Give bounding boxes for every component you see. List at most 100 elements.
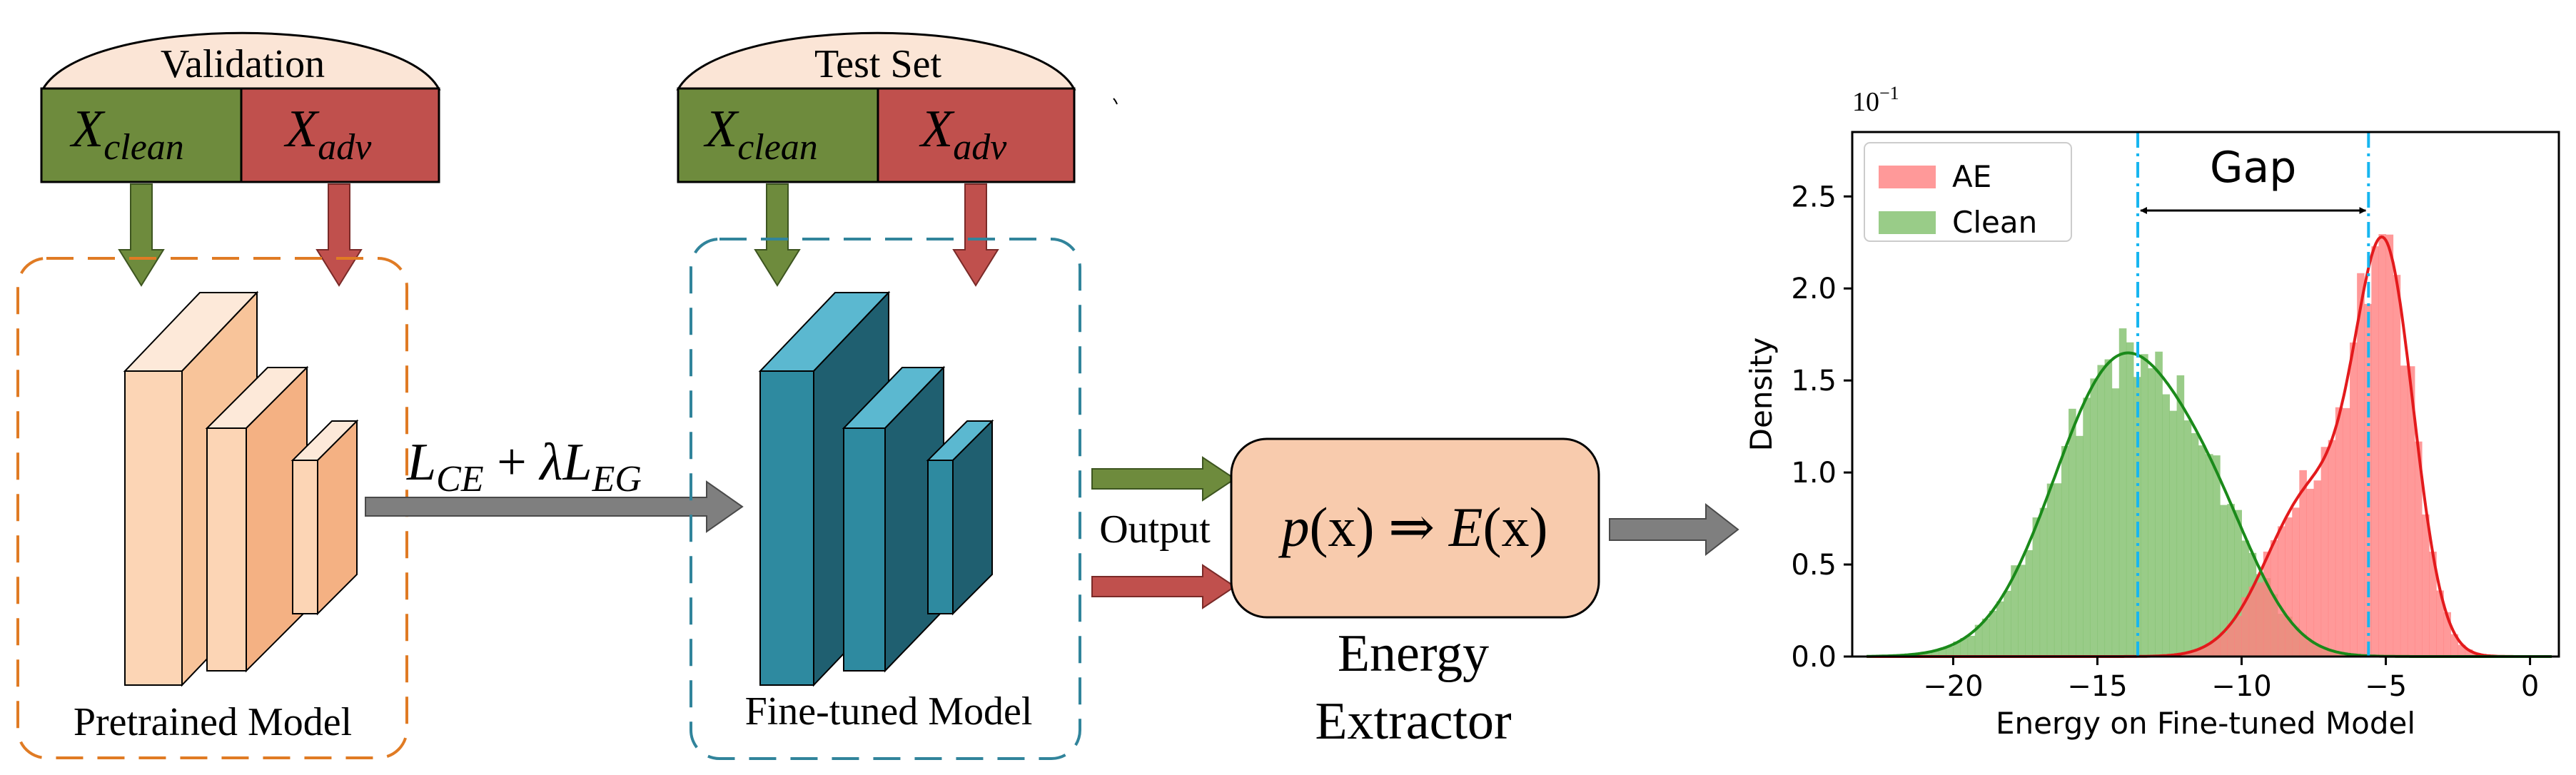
histogram-bar-ae (2299, 470, 2307, 657)
testset-clean-box (677, 87, 879, 183)
histogram-bar-clean (2206, 454, 2213, 657)
histogram-bar-clean (2011, 565, 2019, 657)
output-adv-arrow (1091, 564, 1236, 609)
histogram-bar-clean (2213, 455, 2221, 657)
histogram-bar-clean (2032, 517, 2041, 657)
validation-block: Validation Xclean Xadv (40, 31, 441, 287)
histogram-bar-clean (2126, 342, 2134, 657)
histogram-bar-clean (2090, 378, 2098, 657)
histogram-bar-ae (2292, 507, 2300, 657)
testset-block: Test Set Xclean Xadv (676, 31, 1118, 287)
histogram-bar-clean (2162, 394, 2170, 657)
validation-adv-box (240, 87, 440, 183)
histogram-bar-ae (2263, 551, 2271, 657)
histogram-bar-ae (2306, 488, 2315, 657)
validation-title: Validation (161, 42, 325, 86)
histogram-bar-ae (2335, 407, 2343, 657)
y-tick-label: 2.5 (1791, 181, 1837, 213)
histogram-bar-clean (1924, 652, 1932, 657)
histogram-bar-clean (2141, 354, 2148, 657)
histogram-bar-clean (1989, 610, 1997, 657)
histogram-bar-ae (2198, 649, 2206, 657)
histogram-bar-ae (2206, 643, 2213, 657)
histogram-bar-ae (2241, 597, 2250, 657)
validation-clean-box (40, 87, 243, 183)
histogram-bar-clean (1960, 638, 1969, 657)
legend-swatch-clean (1879, 211, 1936, 234)
histogram-bar-ae (2278, 526, 2285, 657)
y-tick-label: 0.0 (1791, 641, 1837, 674)
histogram-bar-ae (2227, 623, 2235, 657)
histogram-bar-ae (2422, 514, 2430, 657)
validation-clean-arrow (118, 183, 165, 287)
loss-formula: LCE + λLEG (406, 433, 642, 500)
histogram-bar-clean (2169, 410, 2178, 657)
energy-extractor-label-2: Extractor (1315, 692, 1511, 751)
output-arrows: Output (1091, 456, 1236, 609)
histogram-bar-clean (2076, 435, 2083, 657)
x-tick-label: 0 (2521, 670, 2539, 703)
x-tick-label: −15 (2067, 670, 2127, 703)
histogram-bar-clean (2111, 388, 2120, 657)
histogram-bar-ae (2414, 441, 2423, 657)
output-label: Output (1099, 507, 1211, 552)
histogram-bar-ae (2256, 582, 2264, 657)
energy-extractor-label-1: Energy (1338, 624, 1489, 683)
histogram-bar-ae (2320, 447, 2329, 657)
x-tick-label: −10 (2211, 670, 2271, 703)
gap-label: Gap (2210, 143, 2296, 193)
histogram-bar-ae (2213, 637, 2221, 657)
legend-label-ae: AE (1952, 159, 1991, 194)
histogram-bar-ae (2342, 407, 2350, 657)
histogram-bar-clean (2083, 397, 2091, 657)
histogram-bar-ae (2436, 590, 2444, 657)
histogram-bar-ae (2378, 234, 2387, 657)
histogram-bar-clean (2039, 507, 2048, 657)
testset-clean-label: Xclean (703, 100, 818, 168)
histogram-bar-ae (2443, 612, 2451, 657)
histogram-bar-clean (2234, 510, 2243, 657)
histogram-bar-ae (2248, 587, 2257, 657)
testset-title: Test Set (814, 42, 942, 86)
histogram-bar-clean (1931, 651, 1939, 657)
histogram-bar-ae (2357, 273, 2365, 657)
histogram-bar-clean (1967, 635, 1976, 657)
y-tick-label: 1.0 (1791, 457, 1837, 490)
legend-label-clean: Clean (1952, 205, 2037, 240)
histogram-bar-clean (2018, 564, 2026, 657)
histogram-bar-clean (2061, 446, 2069, 657)
testset-adv-arrow (952, 183, 999, 287)
finetuned-model: Fine-tuned Model (690, 238, 1081, 760)
finetuned-dashed-border (690, 238, 1081, 760)
histogram-bar-ae (2393, 275, 2401, 657)
histogram-bar-ae (2220, 632, 2228, 657)
histogram-bar-ae (2183, 652, 2192, 657)
pretrained-model: Pretrained Model (16, 257, 408, 759)
histogram-bar-ae (2407, 366, 2415, 657)
histogram-bar-clean (2069, 408, 2076, 657)
testset-header (676, 31, 1076, 91)
validation-adv-arrow (315, 183, 363, 287)
histogram-bar-ae (2400, 365, 2408, 657)
legend-swatch-ae (1879, 166, 1936, 188)
histogram-bar-clean (2176, 375, 2185, 657)
histogram-bar-clean (2054, 483, 2062, 657)
y-tick-label: 0.5 (1791, 549, 1837, 582)
histogram-bar-clean (2097, 365, 2106, 657)
histogram-bar-ae (2472, 653, 2480, 657)
histogram-bar-clean (1953, 641, 1961, 657)
energy-extractor-box (1230, 437, 1600, 619)
histogram-bar-clean (2118, 328, 2127, 657)
validation-adv-label: Xadv (283, 100, 372, 168)
histogram-bar-clean (2191, 432, 2199, 657)
histogram-bar-clean (1939, 648, 1946, 657)
testset-adv-box (877, 87, 1076, 183)
validation-header (41, 31, 441, 91)
histogram-bar-ae (2350, 342, 2358, 657)
testset-clean-arrow (754, 183, 801, 287)
energy-formula: p(x) ⇒ E(x) (1278, 496, 1548, 558)
histogram-bar-clean (1996, 601, 2004, 657)
histogram-bar-clean (2183, 420, 2192, 657)
